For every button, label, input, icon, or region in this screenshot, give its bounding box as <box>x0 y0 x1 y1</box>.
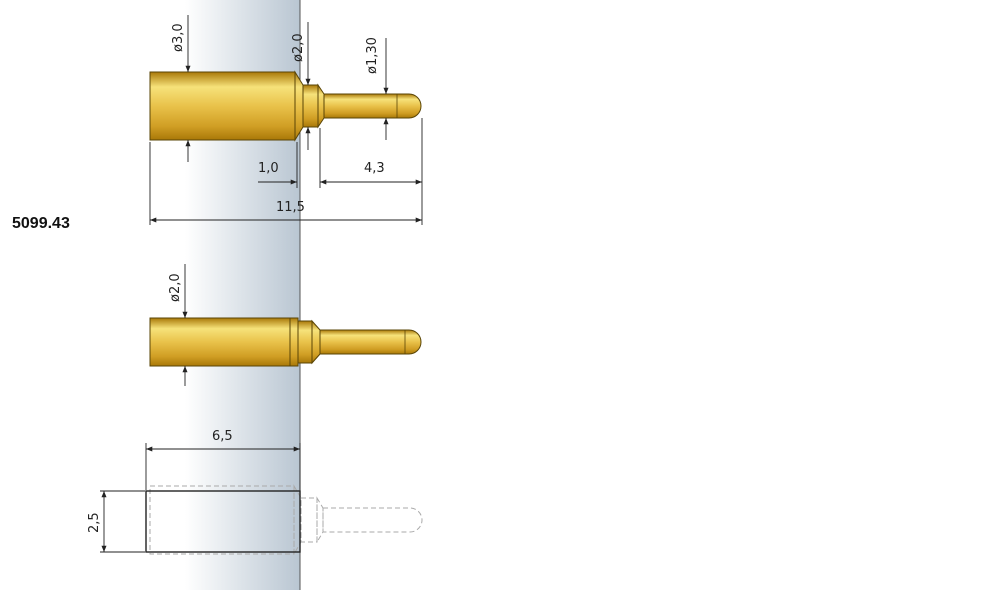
top-pin-plunger <box>323 93 422 119</box>
dim-top-body-diameter: ø3,0 <box>171 15 191 162</box>
top-pin <box>149 70 422 142</box>
dim-text: 6,5 <box>212 429 233 444</box>
dim-top-plunger-diameter: ø1,30 <box>365 37 389 140</box>
dim-top-collar-length: 1,0 <box>258 161 297 185</box>
dim-text: 1,0 <box>258 161 279 176</box>
dim-top-collar-diameter: ø2,0 <box>291 22 311 150</box>
bottom-pin-ghost <box>149 484 423 556</box>
dim-text: ø2,0 <box>291 33 306 62</box>
dim-bottom-body-height: 2,5 <box>87 491 107 552</box>
middle-pin-collar <box>297 320 313 364</box>
ghost-taper <box>316 496 324 544</box>
dim-text: 11,5 <box>276 200 305 215</box>
mounting-hole-outline <box>145 490 301 553</box>
dim-text: ø3,0 <box>171 23 186 52</box>
middle-pin <box>149 317 422 367</box>
middle-pin-taper <box>311 319 321 365</box>
dim-text: 4,3 <box>364 161 385 176</box>
dim-text: 2,5 <box>87 512 102 533</box>
ghost-plunger <box>322 507 423 533</box>
dim-bottom-body-length: 6,5 <box>146 429 300 452</box>
dim-text: ø1,30 <box>365 37 380 74</box>
middle-pin-body <box>149 317 291 367</box>
dim-top-overall-length: 11,5 <box>150 200 422 223</box>
ghost-collar <box>300 497 318 543</box>
dim-middle-body-diameter: ø2,0 <box>168 264 188 386</box>
top-pin-body <box>149 71 296 141</box>
top-pin-taper <box>317 83 325 129</box>
middle-pin-plunger <box>319 329 422 355</box>
dim-text: ø2,0 <box>168 273 183 302</box>
part-number: 5099.43 <box>12 215 70 232</box>
dim-top-plunger-length: 4,3 <box>320 161 422 185</box>
top-pin-chamfer <box>294 70 304 142</box>
top-pin-collar <box>302 84 319 128</box>
middle-pin-ring <box>289 317 299 367</box>
